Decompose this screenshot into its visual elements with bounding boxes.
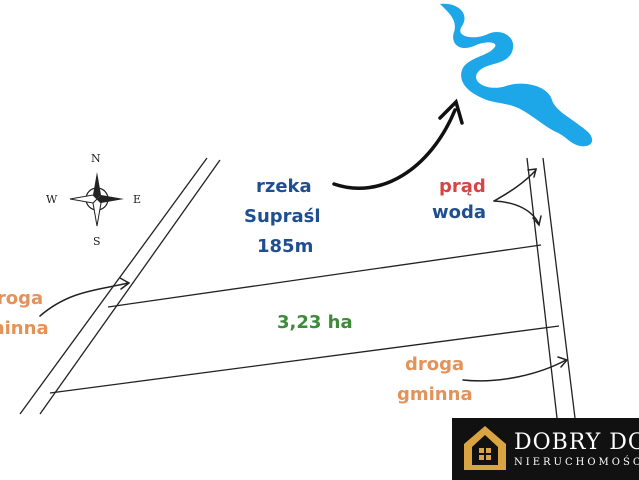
- river-label-distance: 185m: [257, 236, 314, 257]
- road-right-arrow-head: [557, 356, 569, 368]
- brand-logo: DOBRY DOM NIERUCHOMOŚCI: [452, 418, 639, 480]
- road-right-label-2: gminna: [397, 384, 473, 405]
- road-right-arrow: [462, 359, 567, 382]
- compass-south-label: S: [93, 235, 101, 248]
- parcel-line-top: [107, 244, 542, 308]
- road-right-label-1: droga: [405, 354, 465, 375]
- road-left-line-b: [39, 159, 221, 415]
- compass-rose-icon: [69, 172, 124, 227]
- parcel-line-bottom: [49, 325, 560, 394]
- current-label: prąd: [439, 176, 486, 197]
- brand-name: DOBRY DOM: [514, 430, 639, 455]
- brand-subtitle: NIERUCHOMOŚCI: [514, 457, 639, 468]
- current-arrow-lower: [493, 200, 540, 225]
- river-label-river: Supraśl: [244, 206, 321, 227]
- river-icon: [440, 3, 593, 147]
- compass-north-label: N: [91, 152, 101, 165]
- area-label: 3,23 ha: [277, 312, 353, 333]
- road-left-arrow: [39, 282, 129, 317]
- river-arrow: [332, 108, 457, 190]
- house-logo-icon: [464, 426, 506, 470]
- river-arrow-head: [438, 98, 464, 125]
- current-arrow-upper: [493, 169, 537, 202]
- road-left-label-2: gminna: [0, 318, 49, 339]
- current-arrow-upper-head: [527, 168, 537, 178]
- water-label: woda: [432, 202, 487, 223]
- boundary-right-line-a: [526, 157, 558, 419]
- compass-east-label: E: [133, 193, 142, 206]
- road-left-arrow-head: [119, 277, 131, 290]
- compass-west-label: W: [46, 193, 58, 206]
- river-label-name: rzeka: [256, 176, 312, 197]
- current-arrow-lower-head: [532, 215, 542, 227]
- road-left-label-1: droga: [0, 288, 44, 309]
- boundary-right-line-b: [542, 157, 576, 419]
